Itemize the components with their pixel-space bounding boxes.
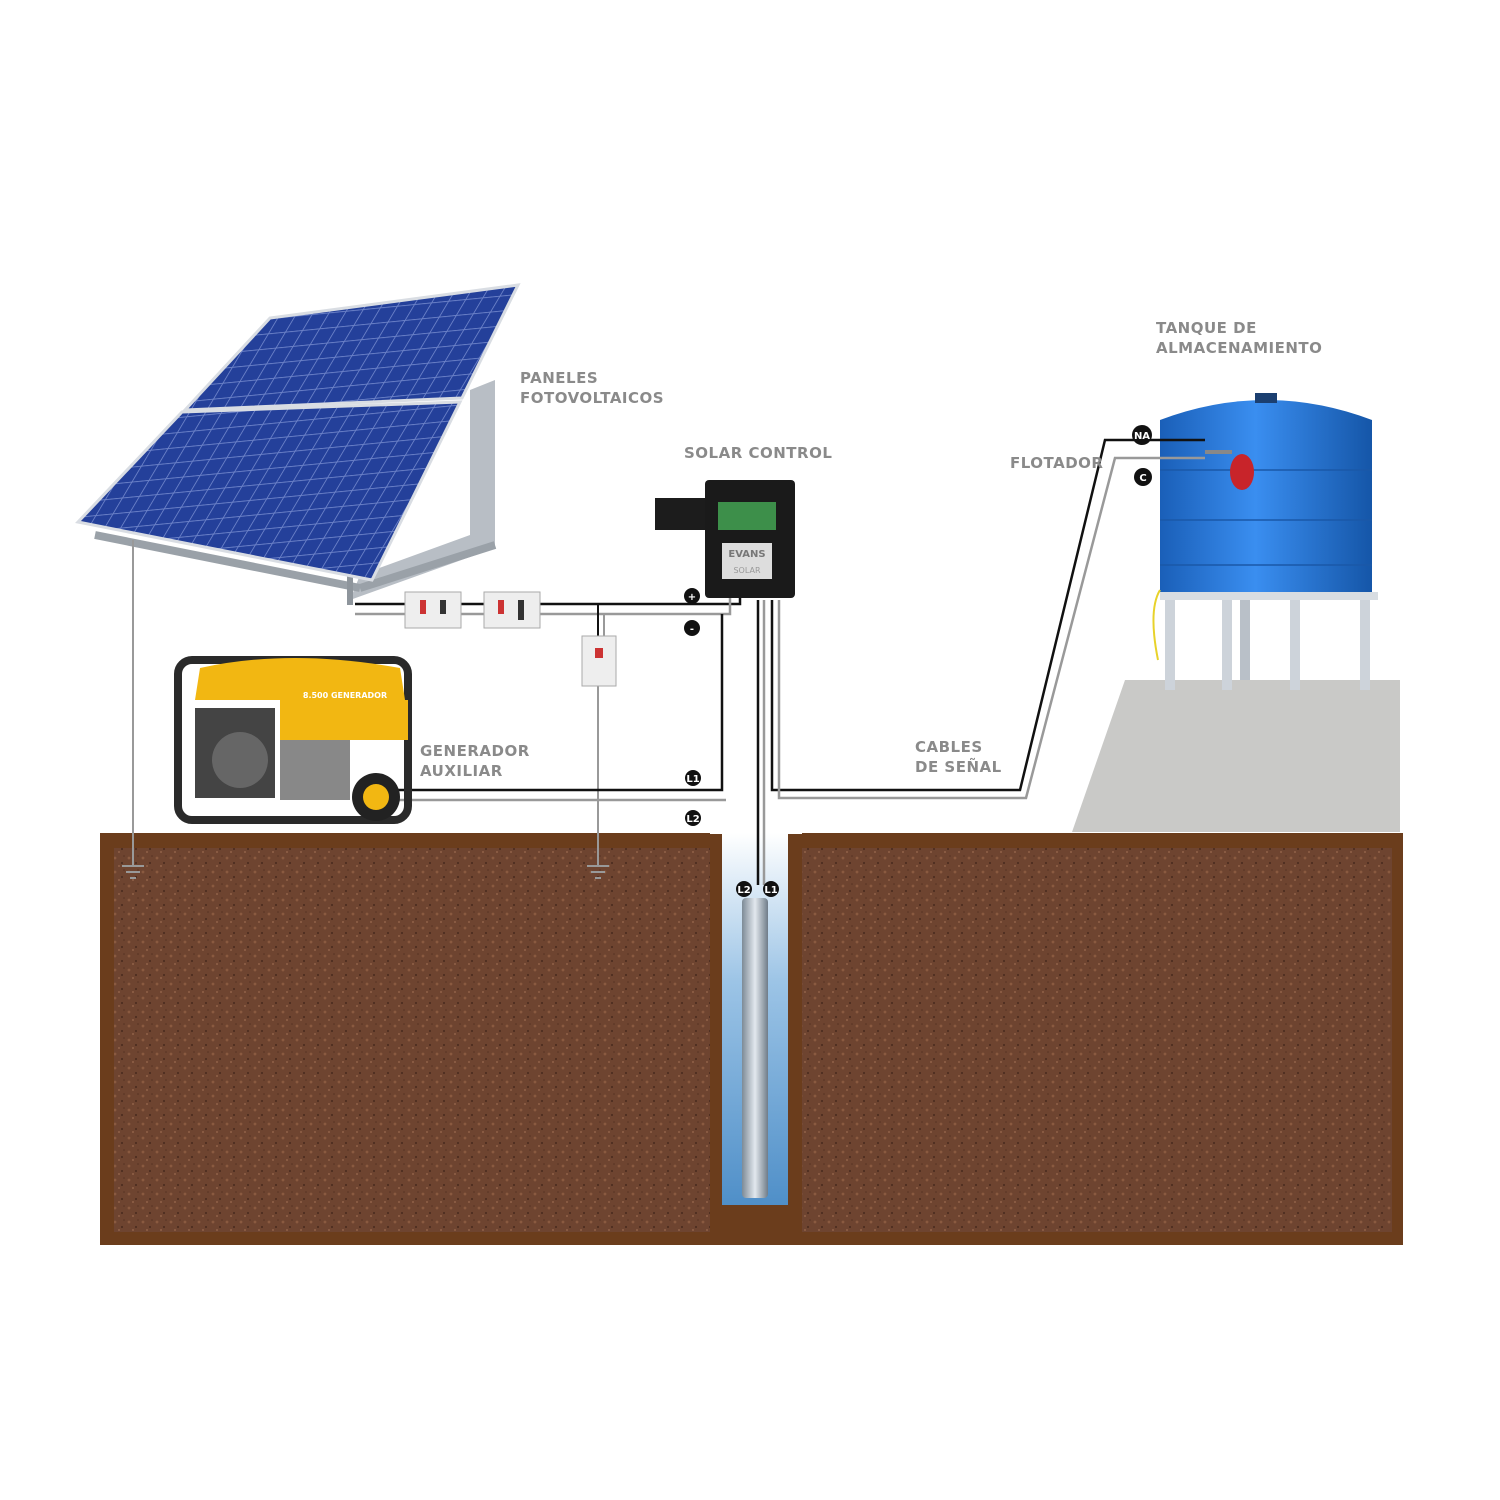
dc-breaker-1	[404, 591, 462, 629]
controller-brand-logo: EVANS	[728, 549, 765, 560]
controller-model-logo: SOLAR	[733, 566, 760, 575]
terminal-pump-l1: L1	[763, 881, 779, 897]
ground-symbol-left	[122, 865, 144, 879]
terminal-minus: -	[684, 620, 700, 636]
concrete-base	[1072, 680, 1400, 832]
terminal-pump-l2: L2	[736, 881, 752, 897]
label-signal-cables-line2: DE SEÑAL	[915, 757, 1002, 776]
label-tank-line1: TANQUE DE	[1156, 319, 1257, 337]
surge-protector	[581, 635, 617, 687]
dc-breaker-2	[483, 591, 541, 629]
label-tank-line2: ALMACENAMIENTO	[1156, 339, 1322, 357]
ground-symbol-center	[587, 865, 609, 879]
svg-text:C: C	[1139, 473, 1146, 484]
submersible-pump	[742, 898, 768, 1198]
solar-panel-array	[75, 283, 521, 605]
storage-tank	[1152, 393, 1378, 690]
label-generator-line2: AUXILIAR	[420, 762, 503, 780]
svg-text:NA: NA	[1134, 431, 1150, 442]
label-panels-line2: FOTOVOLTAICOS	[520, 389, 664, 407]
solar-controller: EVANS SOLAR	[655, 480, 795, 598]
float-switch	[1205, 450, 1254, 490]
terminal-float-na: NA	[1132, 425, 1152, 445]
terminal-gen-l2: L2	[685, 810, 701, 826]
svg-text:L2: L2	[737, 885, 750, 896]
svg-text:-: -	[690, 624, 694, 635]
label-panels-line1: PANELES	[520, 369, 598, 387]
label-float: FLOTADOR	[1010, 454, 1103, 472]
generator: 8.500 GENERADOR	[174, 656, 412, 824]
svg-text:L1: L1	[764, 885, 777, 896]
generator-model-logo: 8.500 GENERADOR	[303, 691, 387, 700]
svg-text:L2: L2	[686, 814, 699, 825]
svg-text:L1: L1	[686, 774, 699, 785]
terminal-gen-l1: L1	[685, 770, 701, 786]
svg-text:+: +	[688, 592, 696, 603]
terminal-float-c: C	[1134, 468, 1152, 486]
label-solar-control: SOLAR CONTROL	[684, 444, 832, 462]
terminal-plus: +	[684, 588, 700, 604]
label-signal-cables-line1: CABLES	[915, 738, 983, 756]
label-generator-line1: GENERADOR	[420, 742, 530, 760]
